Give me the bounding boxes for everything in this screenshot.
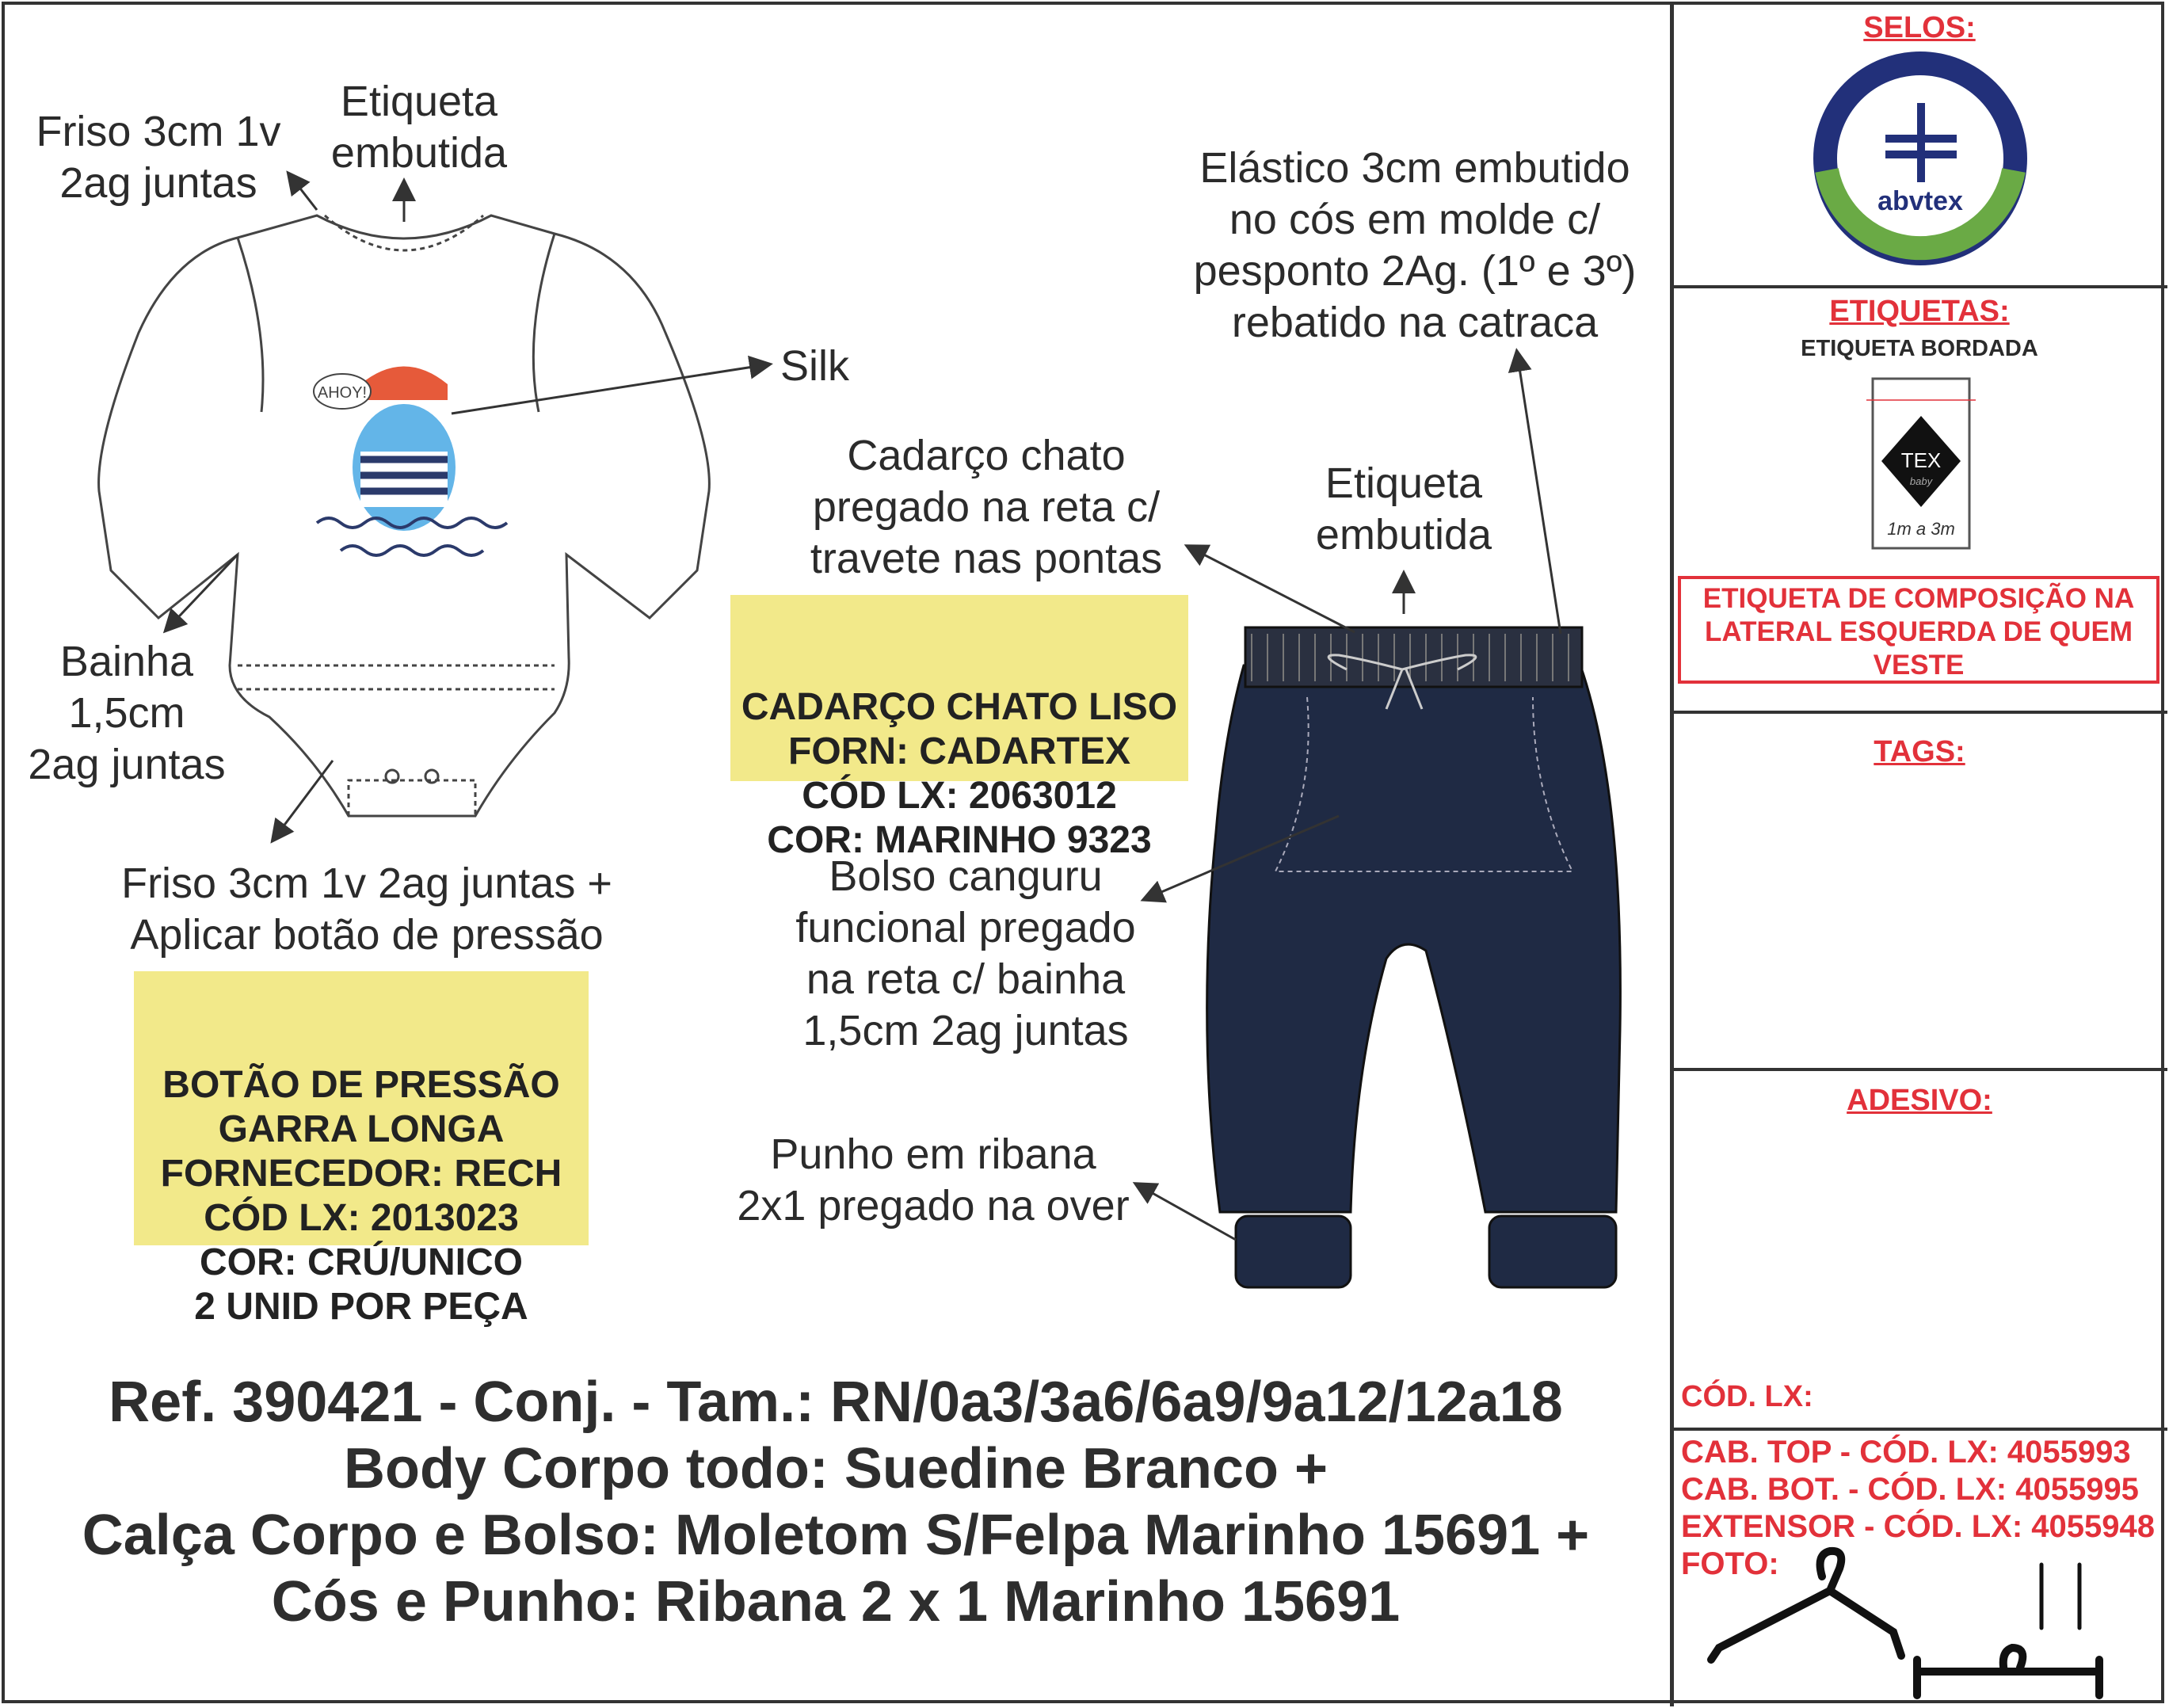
divider bbox=[1672, 711, 2167, 714]
adesivo-heading: ADESIVO: bbox=[1847, 1084, 1992, 1117]
abvtex-seal: abvtex bbox=[1813, 51, 2027, 265]
svg-text:baby: baby bbox=[1910, 475, 1934, 487]
divider bbox=[1672, 285, 2167, 288]
svg-text:TEX: TEX bbox=[1901, 448, 1942, 472]
divider bbox=[1672, 1068, 2167, 1071]
product-title: Ref. 390421 - Conj. - Tam.: RN/0a3/3a6/6… bbox=[82, 1371, 1590, 1634]
hanger-top-code: CAB. TOP - CÓD. LX: 4055993 bbox=[1681, 1435, 2131, 1470]
extensor-code: EXTENSOR - CÓD. LX: 4055948 bbox=[1681, 1509, 2155, 1544]
pants-drawing bbox=[1206, 626, 1622, 1289]
seal-brand: abvtex bbox=[1877, 186, 1963, 216]
foto-label: FOTO: bbox=[1681, 1546, 1779, 1581]
selos-heading: SELOS: bbox=[1863, 11, 1976, 44]
note-silk: Silk bbox=[780, 342, 850, 390]
cod-lx-label: CÓD. LX: bbox=[1681, 1380, 1813, 1413]
divider bbox=[1672, 1428, 2167, 1431]
etiqueta-type: ETIQUETA BORDADA bbox=[1801, 336, 2038, 361]
etiquetas-heading: ETIQUETAS: bbox=[1829, 295, 2010, 328]
panel-divider bbox=[1670, 2, 1674, 1706]
walrus-print: AHOY! bbox=[313, 366, 509, 557]
tags-heading: TAGS: bbox=[1874, 735, 1965, 768]
note-friso-crotch: Friso 3cm 1v 2ag juntas +Aplicar botão d… bbox=[121, 860, 612, 959]
callout-arrows bbox=[162, 170, 1562, 1241]
print-text: AHOY! bbox=[318, 384, 367, 402]
hangers-photo bbox=[1707, 1546, 2103, 1699]
svg-text:1m a 3m: 1m a 3m bbox=[1887, 519, 1955, 539]
brand-label: TEX baby 1m a 3m bbox=[1866, 377, 1976, 550]
hanger-bottom-code: CAB. BOT. - CÓD. LX: 4055995 bbox=[1681, 1472, 2139, 1507]
